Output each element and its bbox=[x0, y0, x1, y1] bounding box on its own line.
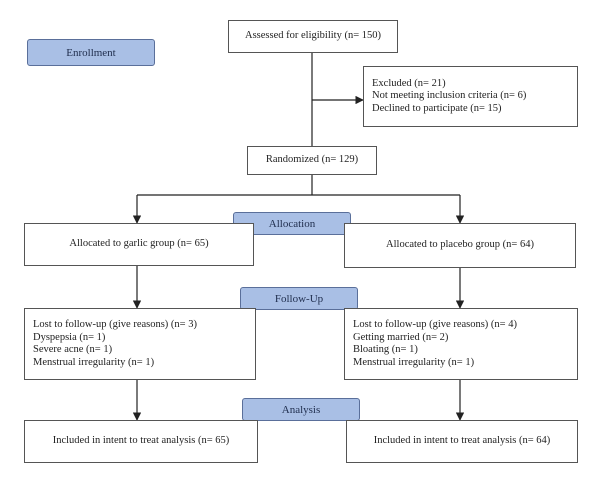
placebo-reason-married: Getting married (n= 2) bbox=[353, 331, 449, 343]
placebo-follow-up-box: Lost to follow-up (give reasons) (n= 4) … bbox=[344, 308, 578, 380]
placebo-lost-total: Lost to follow-up (give reasons) (n= 4) bbox=[353, 319, 517, 330]
garlic-lost-total: Lost to follow-up (give reasons) (n= 3) bbox=[33, 319, 197, 330]
garlic-reason-acne: Severe acne (n= 1) bbox=[33, 344, 113, 355]
garlic-analysis-box: Included in intent to treat analysis (n=… bbox=[24, 420, 258, 463]
excluded-total: Excluded (n= 21) bbox=[372, 77, 446, 89]
placebo-analysis-label: Included in intent to treat analysis (n=… bbox=[373, 435, 551, 447]
placebo-allocated-box: Allocated to placebo group (n= 64) bbox=[344, 223, 576, 268]
randomized-label: Randomized (n= 129) bbox=[265, 154, 359, 166]
excluded-reason-criteria: Not meeting inclusion criteria (n= 6) bbox=[372, 90, 527, 102]
placebo-reason-bloating: Bloating (n= 1) bbox=[353, 344, 418, 355]
stage-allocation: Allocation bbox=[233, 212, 351, 235]
garlic-allocated-box: Allocated to garlic group (n= 65) bbox=[24, 223, 254, 266]
garlic-reason-menstrual: Menstrual irregularity (n= 1) bbox=[33, 356, 155, 368]
garlic-analysis-label: Included in intent to treat analysis (n=… bbox=[52, 435, 230, 447]
eligibility-label: Assessed for eligibility (n= 150) bbox=[245, 30, 381, 42]
eligibility-box: Assessed for eligibility (n= 150) bbox=[228, 20, 398, 53]
placebo-reason-menstrual: Menstrual irregularity (n= 1) bbox=[353, 356, 475, 368]
stage-analysis: Analysis bbox=[242, 398, 360, 421]
garlic-reason-dyspepsia: Dyspepsia (n= 1) bbox=[33, 331, 106, 343]
placebo-analysis-box: Included in intent to treat analysis (n=… bbox=[346, 420, 578, 463]
stage-enrollment: Enrollment bbox=[27, 39, 155, 66]
stage-follow-up: Follow-Up bbox=[240, 287, 358, 310]
randomized-box: Randomized (n= 129) bbox=[247, 146, 377, 175]
garlic-allocated-label: Allocated to garlic group (n= 65) bbox=[69, 238, 209, 250]
placebo-allocated-label: Allocated to placebo group (n= 64) bbox=[386, 239, 534, 251]
excluded-box: Excluded (n= 21) Not meeting inclusion c… bbox=[363, 66, 578, 127]
garlic-follow-up-box: Lost to follow-up (give reasons) (n= 3) … bbox=[24, 308, 256, 380]
excluded-reason-declined: Declined to participate (n= 15) bbox=[372, 102, 502, 114]
